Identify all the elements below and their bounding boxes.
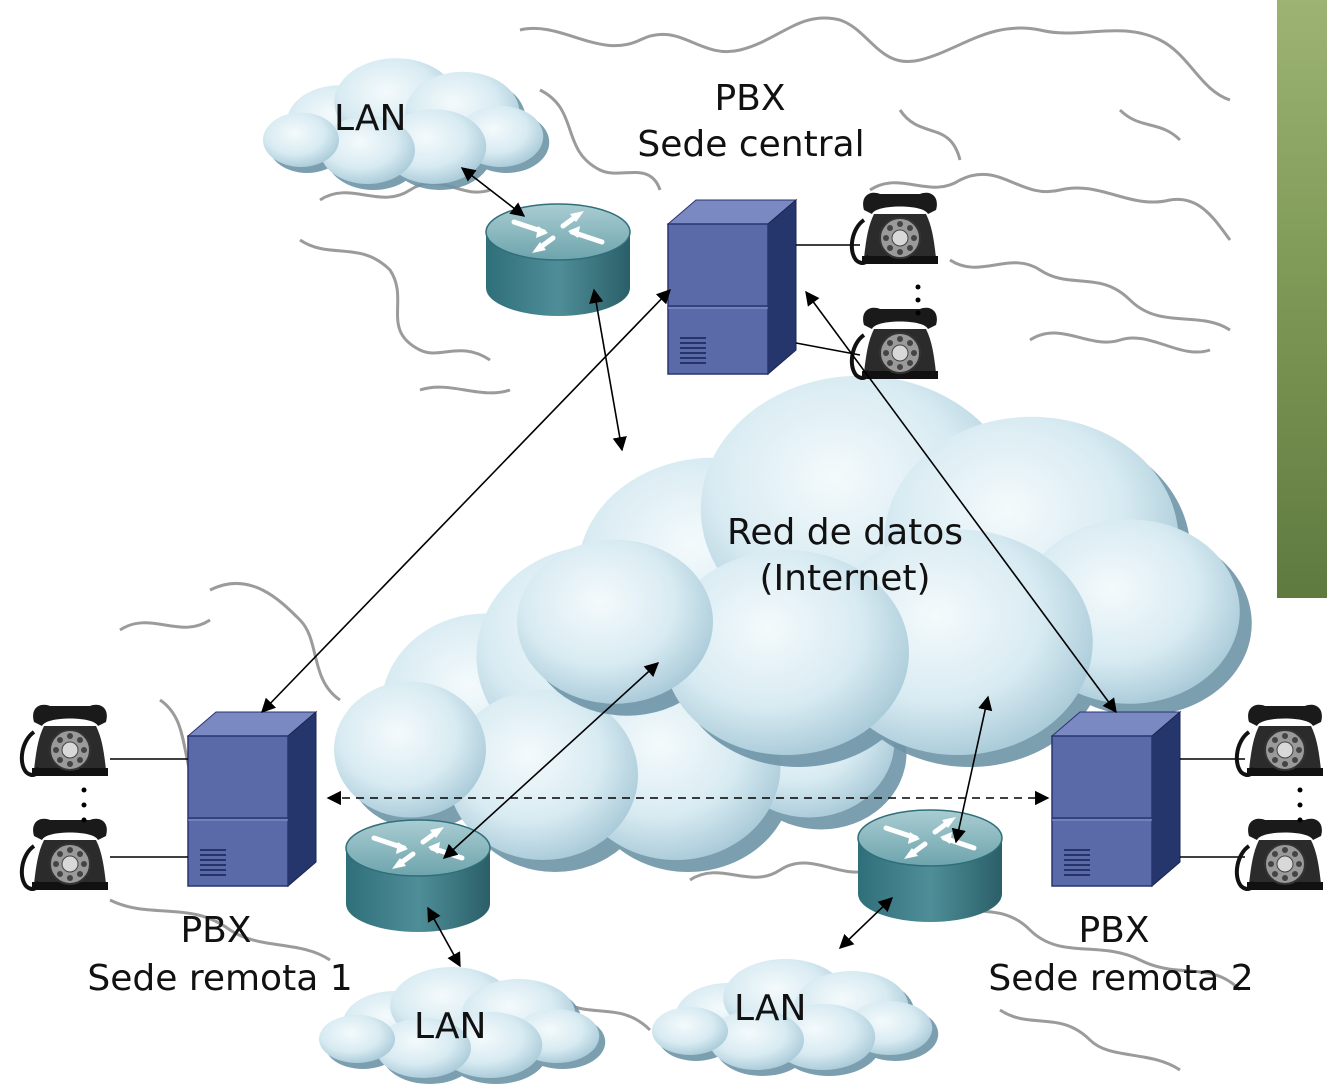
slide-accent-bar xyxy=(1277,0,1327,598)
network-label-line2: (Internet) xyxy=(759,558,931,599)
link-router-internet-right xyxy=(951,695,993,844)
rotary-telephone-icon xyxy=(1234,702,1325,778)
pbx-central-label-line1: PBX xyxy=(714,78,786,119)
link-router-internet-top xyxy=(589,288,627,452)
pbx-remote2-label-line1: PBX xyxy=(1078,910,1150,951)
router-icon xyxy=(486,204,630,316)
link-router-lan-left xyxy=(427,906,461,968)
link-lan-router-top xyxy=(460,167,526,217)
link-router-lan-right xyxy=(838,897,894,949)
pbx-remote2-label-line2: Sede remota 2 xyxy=(988,958,1254,999)
pbx-central-label-line2: Sede central xyxy=(637,124,865,165)
link-router-internet-left xyxy=(442,662,660,859)
lan-label-top: LAN xyxy=(334,98,407,139)
link-central-remote2 xyxy=(805,290,1117,714)
pbx-remote1-label-line1: PBX xyxy=(180,910,252,951)
rotary-telephone-icon xyxy=(1234,816,1325,892)
rotary-telephone-icon xyxy=(849,190,940,266)
phone-wires xyxy=(110,244,1245,858)
network-label-line1: Red de datos xyxy=(726,512,964,553)
lan-label-bottom-left: LAN xyxy=(414,1006,487,1047)
router-icon xyxy=(858,810,1002,922)
pbx-remote1-label-line2: Sede remota 1 xyxy=(87,958,353,999)
rotary-telephone-icon xyxy=(19,702,110,778)
link-central-remote1 xyxy=(260,288,672,714)
rotary-telephone-icon xyxy=(19,816,110,892)
rotary-telephone-icon xyxy=(849,305,940,381)
pbx-server-icon xyxy=(667,199,797,375)
pbx-server-icon xyxy=(1051,711,1181,887)
pbx-server-icon xyxy=(187,711,317,887)
lan-label-bottom-right: LAN xyxy=(734,988,807,1029)
connections xyxy=(260,167,1117,968)
